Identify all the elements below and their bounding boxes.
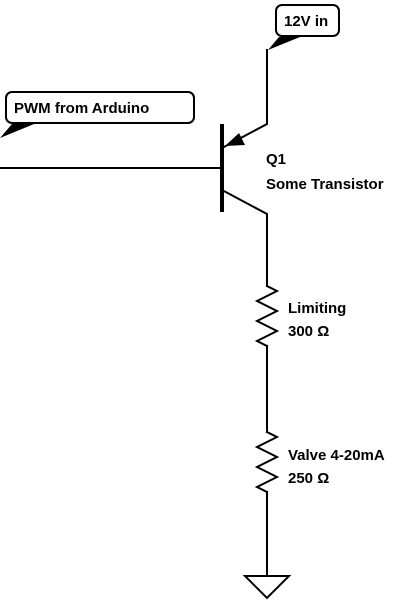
resistor-icon: [254, 430, 280, 494]
emitter-wire: [220, 188, 268, 287]
supply-label-tail: [268, 37, 300, 50]
ground-icon: [242, 575, 292, 600]
collector-wire: [220, 49, 268, 150]
pwm-net-label: PWM from Arduino: [0, 91, 195, 138]
valve-resistor-value: 250 Ω: [288, 470, 329, 487]
npn-transistor-icon: [220, 124, 245, 212]
pwm-label-text: PWM from Arduino: [14, 100, 149, 117]
pwm-label-box: [5, 91, 195, 124]
pwm-label-tail: [0, 124, 34, 138]
valve-resistor-name: Valve 4-20mA: [288, 447, 385, 464]
limiting-resistor-name: Limiting: [288, 300, 346, 317]
supply-label-box: [275, 4, 340, 37]
supply-label-text: 12V in: [284, 13, 328, 30]
transistor-ref: Q1: [266, 151, 286, 168]
limiting-resistor-value: 300 Ω: [288, 323, 329, 340]
resistor-icon: [254, 284, 280, 348]
transistor-arrow: [225, 133, 245, 146]
transistor-value: Some Transistor: [266, 176, 384, 193]
supply-net-label: 12V in: [268, 4, 340, 50]
